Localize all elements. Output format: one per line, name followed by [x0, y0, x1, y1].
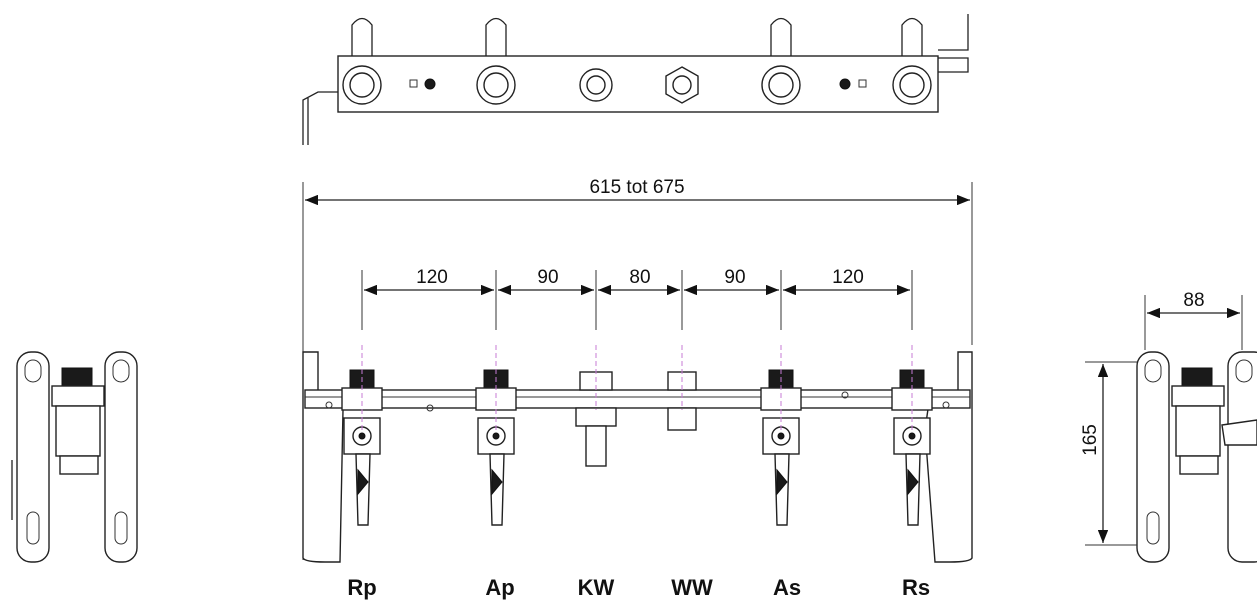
side-height-label: 165 — [1080, 424, 1101, 456]
spacing-label-4: 90 — [724, 267, 745, 288]
fitting-ww — [667, 371, 697, 431]
label-ap: Ap — [485, 575, 514, 600]
spacing-label-3: 80 — [629, 267, 650, 288]
overall-dimension-label: 615 tot 675 — [589, 177, 684, 198]
label-rs: Rs — [902, 575, 930, 600]
spacing-label-5: 120 — [832, 267, 864, 288]
top-view-connectors — [342, 65, 932, 105]
overall-dimension: 615 tot 675 — [302, 177, 973, 560]
right-side-view: 88 165 — [1080, 290, 1257, 563]
front-view — [302, 345, 973, 563]
top-view — [302, 14, 969, 145]
spacing-label-2: 90 — [537, 267, 558, 288]
label-rp: Rp — [347, 575, 376, 600]
label-kw: KW — [578, 575, 615, 600]
label-ww: WW — [671, 575, 713, 600]
valve-as — [760, 369, 802, 526]
connection-labels: Rp Ap KW WW As Rs — [347, 575, 930, 600]
label-as: As — [773, 575, 801, 600]
side-width-label: 88 — [1183, 290, 1204, 311]
top-view-clips — [351, 17, 923, 56]
spacing-dimensions: 120 90 80 90 120 — [361, 267, 913, 330]
fitting-kw — [575, 371, 617, 467]
spacing-label-1: 120 — [416, 267, 448, 288]
left-side-view — [11, 351, 138, 563]
